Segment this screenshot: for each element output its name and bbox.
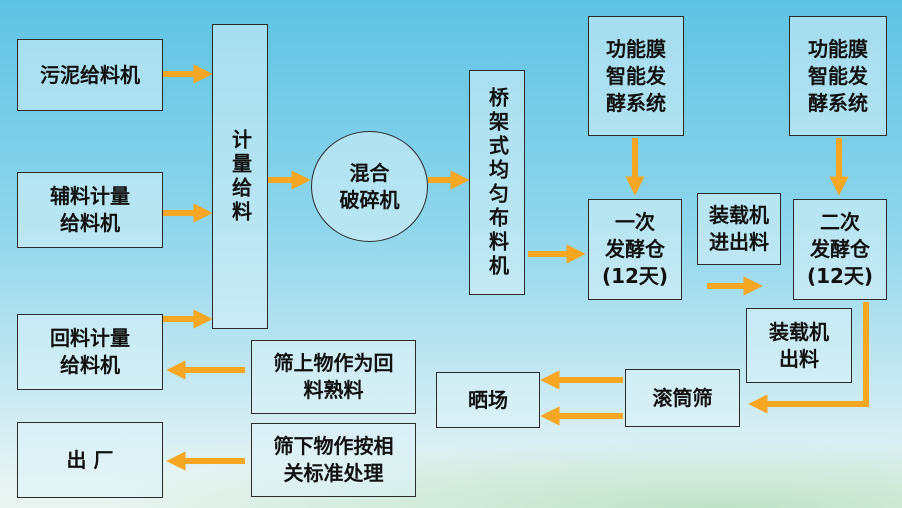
sludge-feeder-box: 污泥给料机 (17, 39, 163, 111)
metering-label: 计量给料 (228, 128, 253, 225)
loader-in-out-box: 装载机 进出料 (697, 193, 781, 265)
loader-out-box: 装载机 出料 (746, 308, 852, 383)
screen-underflow-box: 筛下物作按相 关标准处理 (251, 423, 416, 497)
metering-box: 计量给料 (212, 24, 268, 329)
ferment-bin-1-box: 一次 发酵仓 (12天) (588, 199, 682, 300)
mixer-circle: 混合 破碎机 (311, 131, 428, 242)
ferment-bin-2-box: 二次 发酵仓 (12天) (793, 199, 887, 300)
return-feeder-box: 回料计量 给料机 (17, 314, 163, 390)
distributor-box: 桥架式均匀布料机 (469, 70, 525, 295)
aux-feeder-box: 辅料计量 给料机 (17, 172, 163, 248)
screen-overflow-box: 筛上物作为回 料熟料 (251, 340, 416, 414)
membrane-system-2-box: 功能膜 智能发 酵系统 (789, 16, 887, 136)
drying-yard-box: 晒场 (436, 372, 540, 428)
exit-box: 出 厂 (17, 422, 163, 498)
drum-screen-box: 滚筒筛 (625, 369, 740, 427)
membrane-system-1-box: 功能膜 智能发 酵系统 (588, 16, 684, 136)
distributor-label: 桥架式均匀布料机 (485, 86, 510, 279)
arrow-ferment2-to-drum (748, 302, 869, 414)
